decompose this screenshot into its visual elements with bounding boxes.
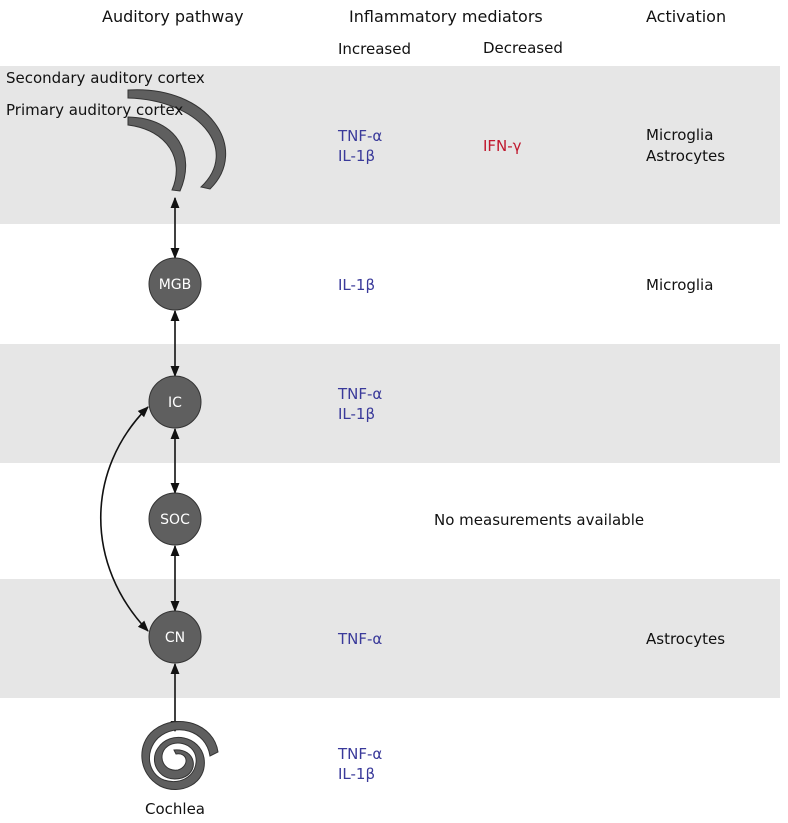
- activation-item: Microglia: [646, 126, 714, 144]
- header-inflammatory-mediators: Inflammatory mediators: [349, 7, 543, 26]
- label-secondary-cortex: Secondary auditory cortex: [6, 69, 205, 87]
- row-ic-increased: TNF-α IL-1β: [338, 384, 382, 424]
- secondary-cortex-arc: [127, 89, 227, 190]
- cochlea-icon: [141, 721, 219, 790]
- band-ic: [0, 344, 780, 463]
- row-cn-activation: Astrocytes: [646, 629, 725, 650]
- band-cn: [0, 579, 780, 698]
- node-soc-label: SOC: [160, 512, 190, 528]
- mediator-item: TNF-α: [338, 745, 383, 763]
- mediator-item: TNF-α: [338, 127, 383, 145]
- row-soc-note: No measurements available: [434, 511, 645, 529]
- row-cochlea-increased: TNF-α IL-1β: [338, 744, 382, 784]
- activation-item: Astrocytes: [646, 147, 726, 165]
- arrow-cn-ic-curved: [100, 406, 149, 632]
- row-cortex-increased: TNF-α IL-1β: [338, 126, 382, 166]
- row-cortex-activation: Microglia Astrocytes: [646, 125, 725, 167]
- primary-cortex-arc: [127, 116, 187, 192]
- node-cn: CN: [148, 610, 202, 664]
- node-ic-label: IC: [168, 395, 182, 411]
- mediator-item: TNF-α: [338, 630, 383, 648]
- subheader-increased: Increased: [338, 40, 412, 58]
- row-mgb-increased: IL-1β: [338, 275, 375, 295]
- label-cochlea: Cochlea: [145, 800, 205, 818]
- mediator-item: IL-1β: [338, 276, 376, 294]
- mediator-item: IL-1β: [338, 147, 376, 165]
- row-cortex-decreased: IFN-γ: [483, 137, 522, 155]
- activation-item: Astrocytes: [646, 630, 726, 648]
- mediator-item: TNF-α: [338, 385, 383, 403]
- node-cn-label: CN: [165, 630, 185, 646]
- node-mgb: MGB: [148, 257, 202, 311]
- header-activation: Activation: [646, 7, 727, 26]
- mediator-item: IL-1β: [338, 765, 376, 783]
- node-mgb-label: MGB: [159, 277, 192, 293]
- node-soc: SOC: [148, 492, 202, 546]
- node-ic: IC: [148, 375, 202, 429]
- activation-item: Microglia: [646, 276, 714, 294]
- header-auditory-pathway: Auditory pathway: [102, 7, 244, 26]
- label-primary-cortex: Primary auditory cortex: [6, 101, 184, 119]
- row-cn-increased: TNF-α: [338, 629, 382, 649]
- mediator-item: IL-1β: [338, 405, 376, 423]
- row-mgb-activation: Microglia: [646, 275, 713, 296]
- subheader-decreased: Decreased: [483, 39, 563, 57]
